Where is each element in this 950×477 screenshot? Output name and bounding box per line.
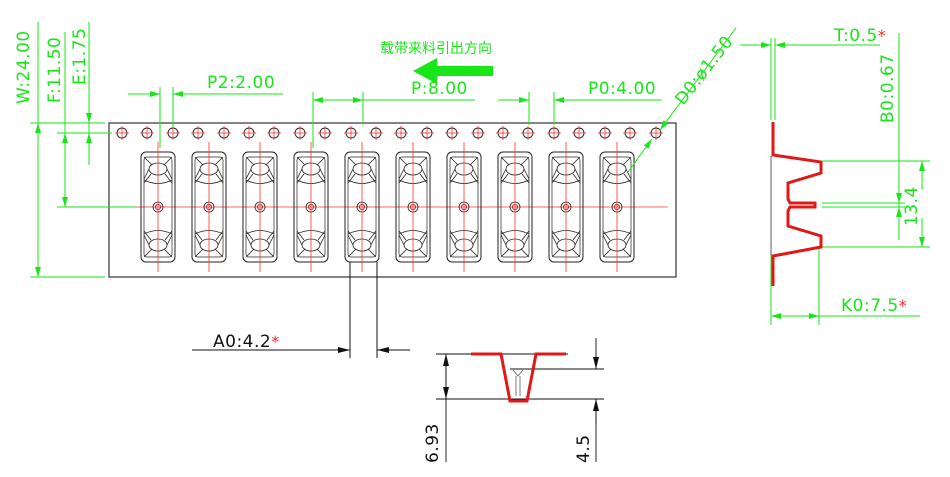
feed-direction-text: 载带来料引出方向: [380, 41, 492, 57]
dim-b0-label: B0:0.67: [878, 53, 898, 123]
dim-p2-label: P2:2.00: [207, 73, 276, 93]
dim-section-inner-label: 4.5: [574, 434, 594, 463]
dim-p0-label: P0:4.00: [588, 79, 657, 99]
dim-b0-value-label: 13.4: [902, 186, 922, 226]
sprocket-holes: [114, 125, 664, 141]
dim-a0-label: A0:4.2*: [213, 332, 280, 352]
dim-section-depth-label: 6.93: [423, 423, 443, 463]
dim-k0-label: K0:7.5*: [841, 296, 908, 316]
cross-section-view: [436, 338, 604, 462]
critical-marker: *: [898, 296, 908, 315]
dim-t-label: T:0.5*: [834, 26, 887, 46]
side-profile-view: [740, 33, 930, 325]
left-dimensions: [30, 22, 135, 278]
critical-marker: *: [271, 332, 280, 351]
dim-e-label: E:1.75: [70, 27, 90, 85]
direction-arrow: [413, 58, 493, 84]
dim-f-label: F:11.50: [45, 36, 65, 103]
dim-w-label: W:24.00: [14, 30, 34, 104]
tape-outline: [108, 122, 677, 278]
dim-p-label: P:8.00: [411, 79, 468, 99]
critical-marker: *: [877, 26, 887, 45]
